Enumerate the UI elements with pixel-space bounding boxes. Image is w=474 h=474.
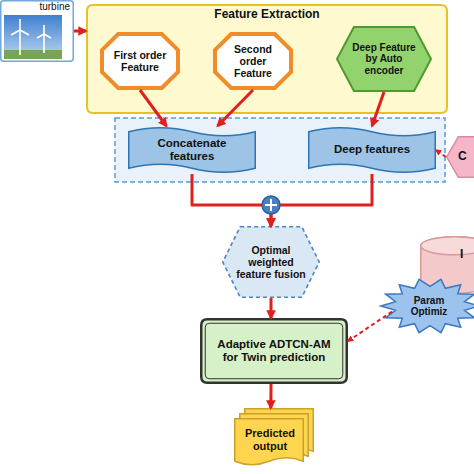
outline-path xyxy=(215,34,291,88)
feature-octagon: First order Feature xyxy=(100,32,180,90)
flow-arrow xyxy=(192,174,271,226)
prediction-model-box: Adaptive ADTCN-AM for Twin prediction xyxy=(200,318,348,384)
side-input-shape: C xyxy=(446,136,474,178)
feature-octagon: Second order Feature xyxy=(213,32,293,90)
outline-path xyxy=(1,1,74,62)
outline-path xyxy=(102,34,178,88)
node-text: Deep features xyxy=(334,143,410,156)
feature-banner: Deep features xyxy=(308,126,436,174)
node-text: Optimal weighted feature fusion xyxy=(236,244,306,280)
node-text: Param Optimiz xyxy=(406,295,452,318)
node-text: Deep Feature by Auto encoder xyxy=(352,42,416,77)
input-image-box: turbine xyxy=(0,0,74,62)
node-text: First order Feature xyxy=(108,49,172,73)
sum-junction xyxy=(262,196,280,214)
flow-arrow xyxy=(269,384,272,408)
node-text: Adaptive ADTCN-AM for Twin prediction xyxy=(210,338,338,364)
outline-path xyxy=(381,279,474,332)
node-text: Feature Extraction xyxy=(214,8,319,22)
feature-banner: Concatenate features xyxy=(128,126,256,174)
flow-arrow xyxy=(218,90,253,126)
outline-path xyxy=(223,227,319,297)
outline-path xyxy=(309,128,436,173)
output-documents: Predicted output xyxy=(234,408,314,468)
outline-path xyxy=(235,419,304,465)
outline-path xyxy=(205,323,343,379)
node-text: Predicted output xyxy=(238,427,302,452)
flow-arrow xyxy=(271,174,372,226)
node-text: turbine xyxy=(39,1,70,13)
dashed-group-frame xyxy=(115,118,445,182)
autoencoder-hexagon: Deep Feature by Auto encoder xyxy=(336,26,432,92)
flow-arrow xyxy=(372,92,384,126)
flow-arrow xyxy=(74,29,86,32)
wind-turbine-photo xyxy=(4,15,62,59)
flow-arrow xyxy=(270,298,273,318)
fusion-hexagon: Optimal weighted feature fusion xyxy=(222,226,320,298)
outline-path xyxy=(447,137,474,178)
feature-extraction-group: Feature ExtractionFirst order Feature Sec… xyxy=(86,4,448,114)
flow-arrow xyxy=(348,312,392,342)
node-text: Second order Feature xyxy=(221,43,285,79)
parameter-burst: Param Optimiz xyxy=(380,278,474,334)
node-text: I xyxy=(460,248,463,262)
connector-group xyxy=(74,31,446,408)
outline-path xyxy=(337,27,431,91)
outline-path xyxy=(87,5,447,113)
flow-arrow xyxy=(140,90,166,126)
outline-path xyxy=(421,237,474,255)
node-text: C xyxy=(458,150,467,164)
outline-path xyxy=(201,319,347,383)
flow-arrow xyxy=(436,150,446,157)
node-text: Concatenate features xyxy=(138,137,246,163)
outline-path xyxy=(129,128,256,173)
